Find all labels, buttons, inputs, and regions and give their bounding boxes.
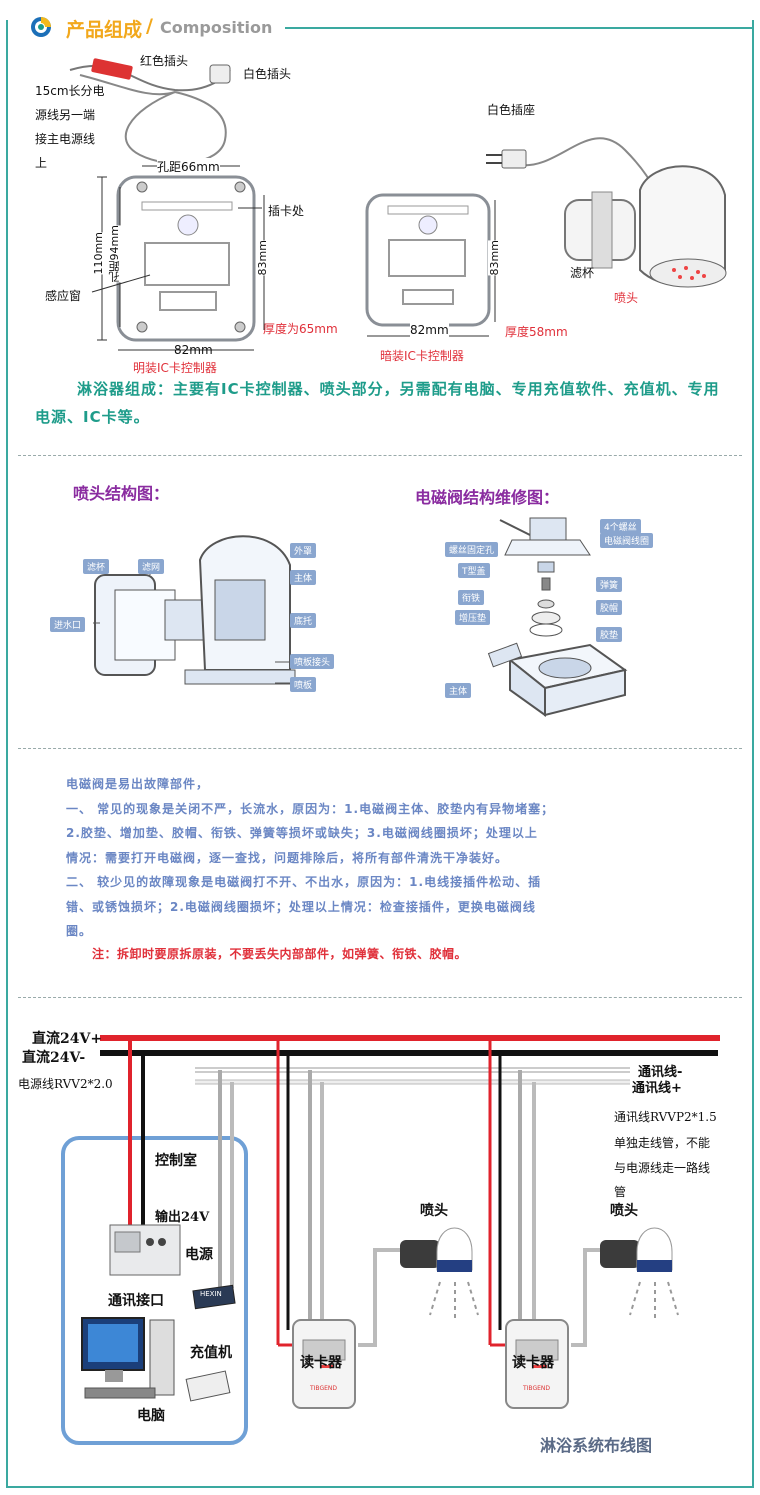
nozzle-part-filter-cup: 滤杯	[83, 559, 110, 574]
divider-3	[18, 997, 742, 998]
faults-line-6: 圈。	[66, 924, 93, 938]
reader-2-brand: TIBGEND	[523, 1385, 550, 1392]
faults-note: 注：拆卸时要原拆原装，不要丢失内部部件，如弹簧、衔铁、胶帽。	[92, 947, 468, 961]
divider-2	[18, 748, 742, 749]
dim-110-label: 110mm	[92, 232, 105, 275]
cable-note-2: 源线另一端	[35, 108, 96, 122]
nozzle-part-plate-joint: 喷板接头	[290, 654, 335, 669]
page-frame	[6, 20, 754, 1488]
nozzle-part-filter-net: 滤网	[138, 559, 165, 574]
valve-part-rubber-pad: 胶垫	[596, 627, 623, 642]
concealed-controller-label: 暗装IC卡控制器	[380, 349, 464, 363]
cable-note-4: 上	[35, 156, 48, 170]
thickness-65-label: 厚度为65mm	[263, 322, 338, 336]
nozzle-structure-drawing	[93, 535, 305, 685]
hole-pitch-vertical: 孔距94mm	[107, 225, 123, 283]
comm-note-3: 与电源线走一路线	[614, 1161, 711, 1175]
nozzle-part-plate: 喷板	[290, 677, 317, 692]
nozzle-2-label: 喷头	[610, 1203, 638, 1219]
nozzle-1-label: 喷头	[420, 1203, 448, 1219]
nozzle-structure-title: 喷头结构图：	[73, 484, 170, 503]
logo-icon	[31, 17, 51, 37]
nozzle-part-base: 底托	[290, 613, 317, 628]
wiring-diagram	[61, 1035, 720, 1445]
comm-note-4: 管	[614, 1185, 627, 1199]
valve-part-spring: 弹簧	[596, 577, 623, 592]
dim-83-right-label: 83mm	[488, 240, 501, 276]
hole-pitch-horizontal: 孔距66mm	[157, 158, 220, 175]
header-slash: /	[146, 15, 153, 37]
faults-intro: 电磁阀是易出故障部件，	[66, 777, 210, 791]
comm-plus-label: 通讯线+	[632, 1081, 682, 1096]
faults-line-1: 一、 常见的现象是关闭不严，长流水，原因为：1.电磁阀主体、胶垫内有异物堵塞；	[66, 801, 555, 816]
nozzle-part-cover: 外罩	[290, 543, 317, 558]
dim-83-left-label: 83mm	[256, 240, 269, 276]
cable-note-3: 接主电源线	[35, 132, 96, 146]
dim-82-right-label: 82mm	[410, 323, 449, 337]
faults-line-4: 二、 较少见的故障现象是电磁阀打不开、不出水，原因为：1.电线接插件松动、插	[66, 875, 542, 889]
power-cable-label: 电源线RVV2*2.0	[18, 1077, 113, 1091]
filter-cup-label: 滤杯	[570, 266, 595, 280]
comm-port-label: 通讯接口	[108, 1293, 164, 1309]
faults-line-2: 2.胶垫、增加垫、胶帽、衔铁、弹簧等损坏或缺失；3.电磁阀线圈损坏；处理以上	[66, 826, 538, 840]
comm-note-2: 单独走线管，不能	[614, 1136, 711, 1150]
valve-part-coil: 电磁阀线圈	[600, 533, 654, 548]
output-24v-label: 输出24V	[155, 1210, 210, 1225]
thickness-58-label: 厚度58mm	[505, 325, 568, 339]
dc-plus-label: 直流24V+	[32, 1031, 103, 1047]
reader-2-label: 读卡器	[512, 1355, 554, 1371]
header-title-cn: 产品组成	[66, 19, 143, 41]
white-plug-label: 白色插头	[243, 67, 292, 81]
dim-82-left-label: 82mm	[174, 343, 213, 357]
faults-line-5: 错、或锈蚀损坏；2.电磁阀线圈损坏；处理以上情况：检查接插件，更换电磁阀线	[66, 899, 536, 914]
composition-drawings	[69, 58, 727, 351]
card-slot-label: 插卡处	[268, 204, 305, 218]
composition-description: 淋浴器组成：主要有IC卡控制器、喷头部分，另需配有电脑、专用充值软件、充值机、专…	[35, 380, 720, 426]
red-plug-label: 红色插头	[140, 54, 189, 68]
divider-1	[18, 455, 742, 456]
header-title-en: Composition	[160, 18, 273, 37]
surface-controller-label: 明装IC卡控制器	[133, 361, 217, 375]
nozzle-part-inlet: 进水口	[50, 617, 86, 632]
valve-part-body: 主体	[445, 683, 472, 698]
control-room-label: 控制室	[155, 1153, 197, 1169]
power-supply-label: 电源	[185, 1247, 213, 1263]
cable-note-1: 15cm长分电	[35, 84, 105, 98]
valve-part-cap: 胶帽	[596, 600, 623, 615]
valve-part-t-cover: T型盖	[458, 563, 490, 578]
nozzle-part-body: 主体	[290, 570, 317, 585]
valve-part-screws: 4个螺丝	[600, 519, 641, 534]
sensor-window-label: 感应窗	[45, 289, 82, 303]
dc-minus-label: 直流24V-	[22, 1050, 86, 1066]
header-rule	[285, 27, 754, 29]
faults-text: 电磁阀是易出故障部件， 一、 常见的现象是关闭不严，长流水，原因为：1.电磁阀主…	[66, 772, 706, 944]
valve-structure-title: 电磁阀结构维修图：	[415, 488, 560, 507]
recharger-label: 充值机	[190, 1345, 232, 1361]
nozzle-label: 喷头	[614, 291, 639, 305]
valve-structure-drawing	[487, 517, 628, 717]
reader-1-label: 读卡器	[300, 1355, 342, 1371]
wiring-diagram-title: 淋浴系统布线图	[540, 1436, 653, 1455]
computer-label: 电脑	[137, 1408, 165, 1424]
reader-1-brand: TIBGEND	[310, 1385, 337, 1392]
white-socket-label: 白色插座	[487, 103, 536, 117]
comm-minus-label: 通讯线-	[638, 1065, 683, 1080]
adapter-brand: HEXIN	[200, 1290, 222, 1298]
valve-part-screw-hole: 螺丝固定孔	[445, 542, 499, 557]
valve-part-armature: 衔铁	[458, 590, 485, 605]
faults-line-3: 情况：需要打开电磁阀，逐一查找，问题排除后，将所有部件清洗干净装好。	[66, 850, 509, 865]
valve-part-pressure-pad: 增压垫	[455, 610, 491, 625]
comm-note-1: 通讯线RVVP2*1.5	[614, 1110, 717, 1124]
